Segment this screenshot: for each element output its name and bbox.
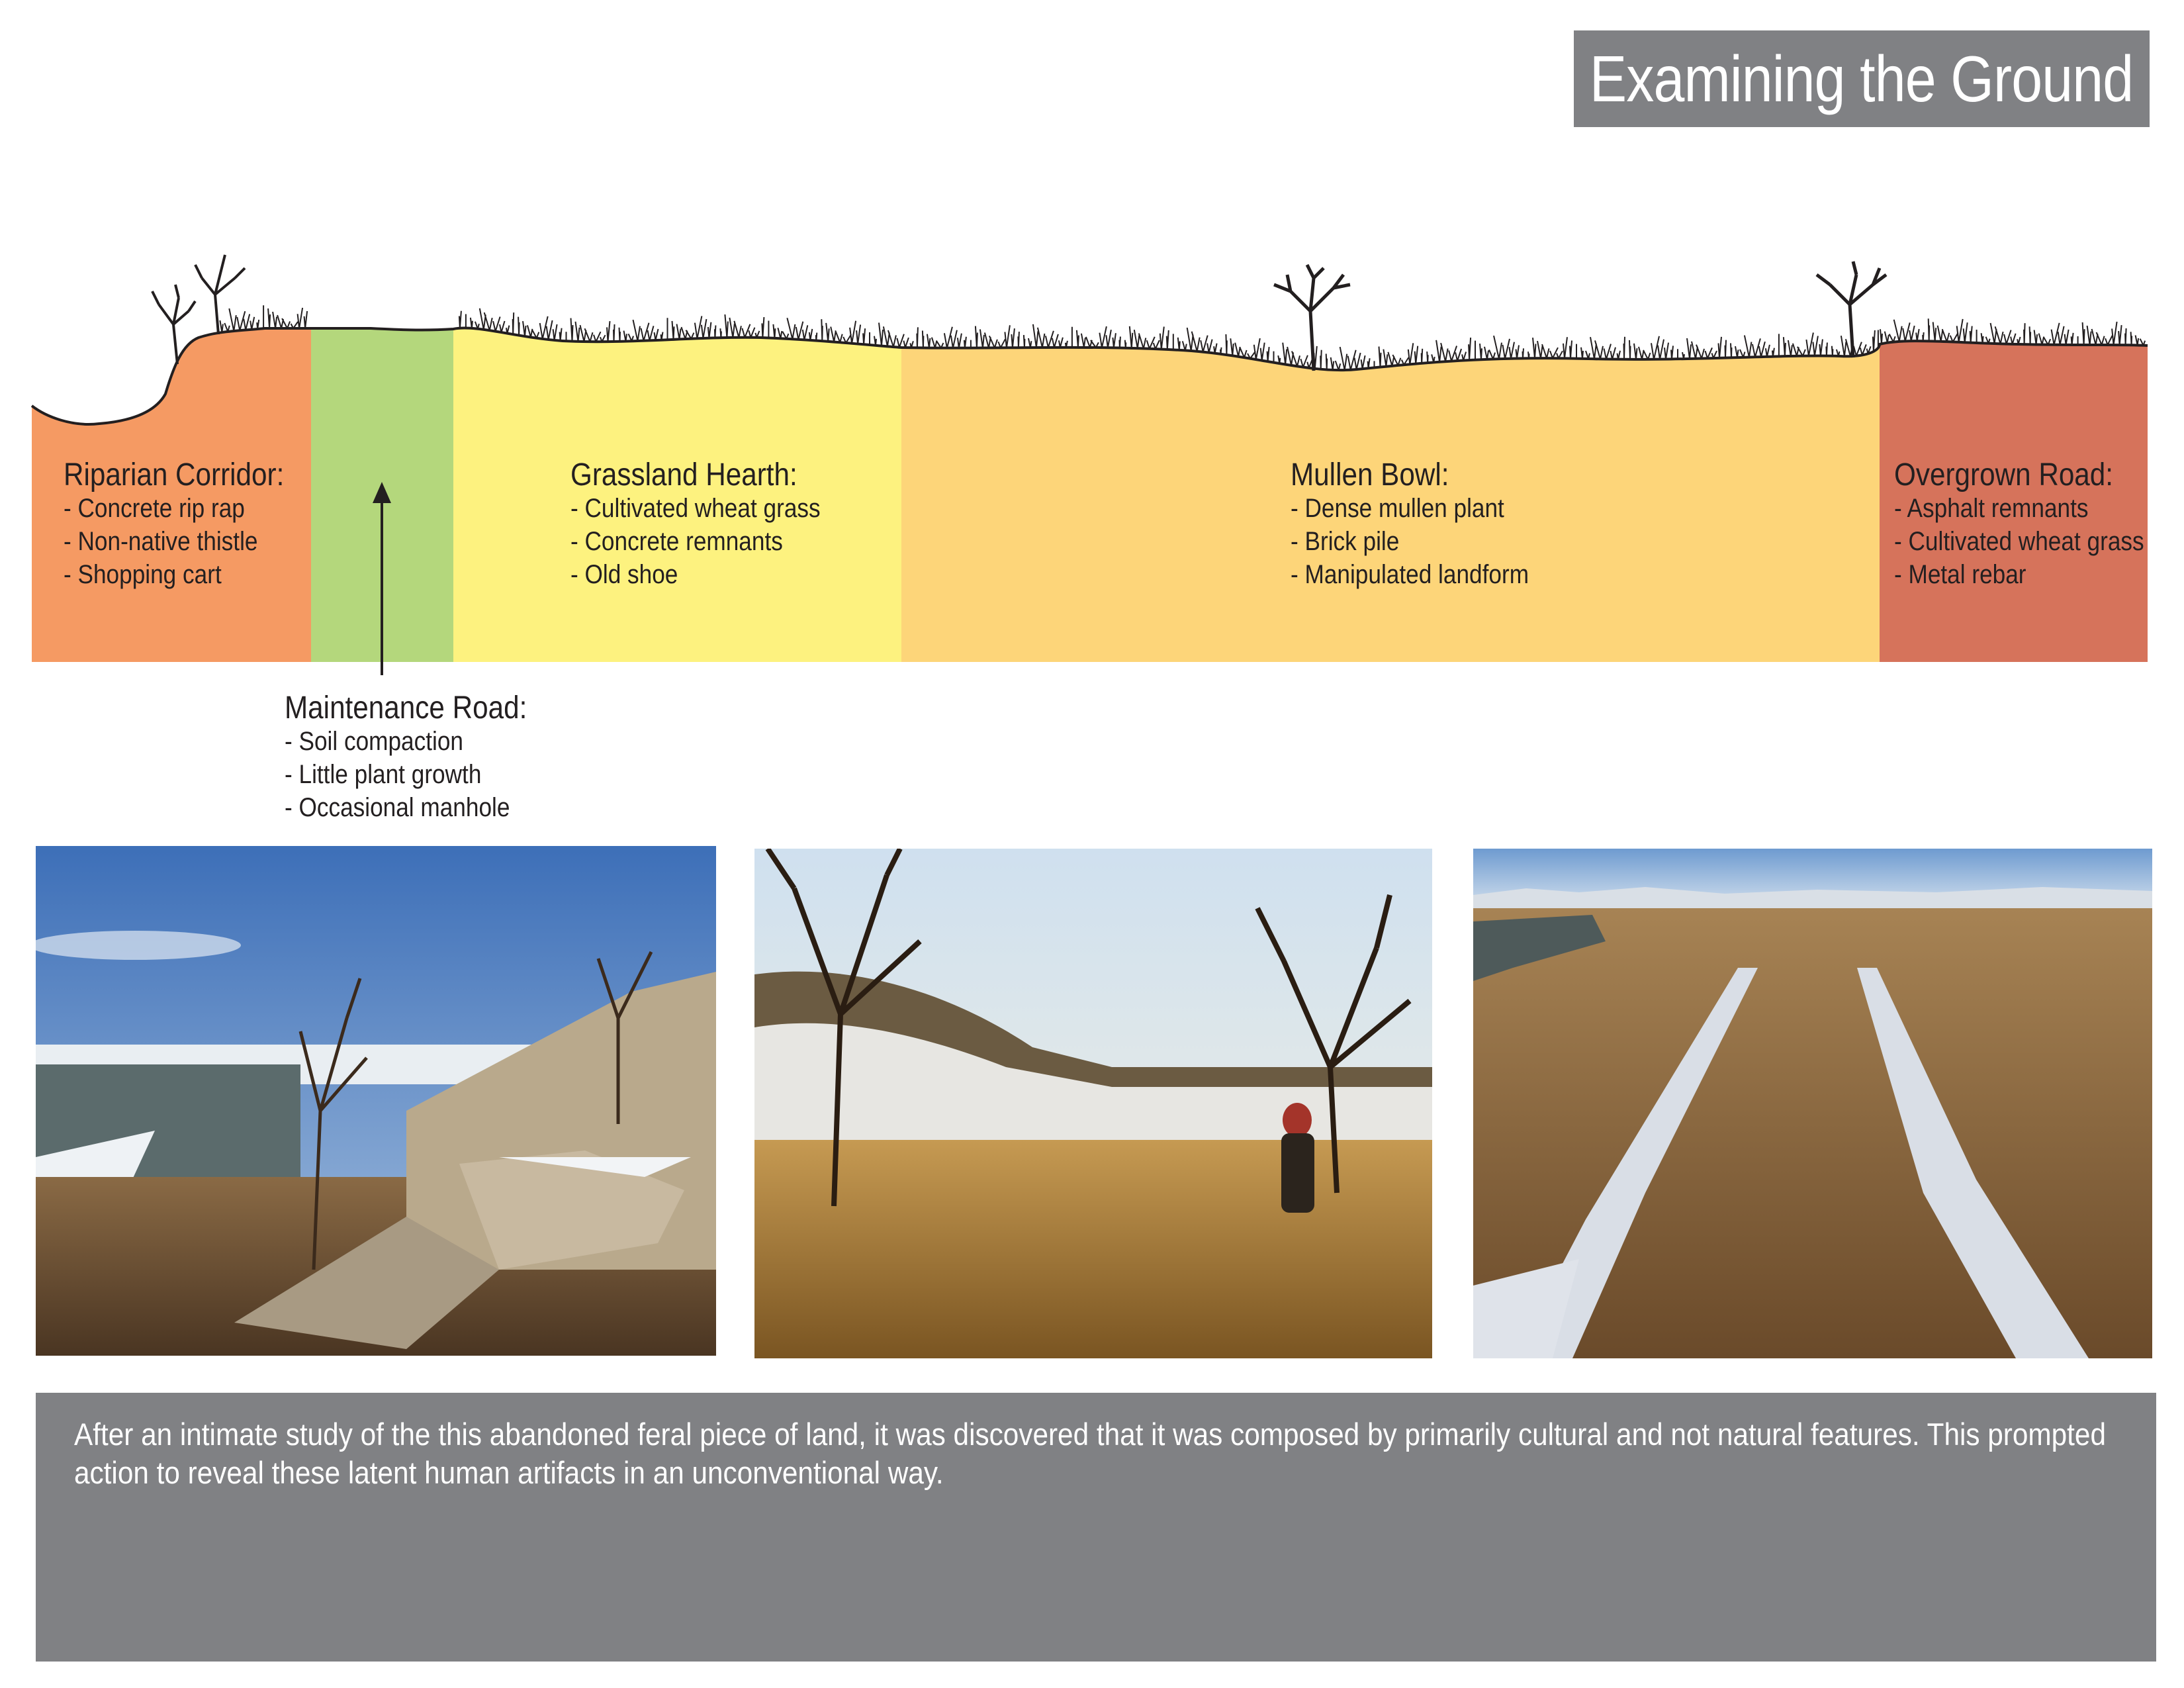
caption-panel: After an intimate study of the this aban… bbox=[36, 1393, 2156, 1662]
zone-item: - Shopping cart bbox=[64, 560, 222, 589]
photo-riparian-corridor bbox=[36, 846, 716, 1356]
zone-name: Riparian Corridor: bbox=[64, 457, 285, 492]
zone-label-maintenance: Maintenance Road: - Soil compaction - Li… bbox=[285, 692, 560, 827]
zone-item: - Concrete remnants bbox=[570, 527, 783, 556]
ground-section-diagram bbox=[30, 254, 2148, 675]
zone-item: - Brick pile bbox=[1291, 527, 1400, 556]
grass-tufts bbox=[219, 305, 2146, 371]
tree-sketch-riparian-2 bbox=[194, 254, 246, 335]
zone-item: - Dense mullen plant bbox=[1291, 494, 1504, 523]
page-title: Examining the Ground bbox=[1590, 42, 2134, 115]
zone-item: - Manipulated landform bbox=[1291, 560, 1529, 589]
zone-label-overgrown: Overgrown Road: - Asphalt remnants - Cul… bbox=[1894, 459, 2178, 594]
photo-grassland-hearth bbox=[754, 849, 1432, 1358]
zone-name: Mullen Bowl: bbox=[1291, 457, 1449, 492]
photo-overgrown-road bbox=[1473, 849, 2152, 1358]
zone-item: - Old shoe bbox=[570, 560, 678, 589]
zone-item: - Cultivated wheat grass bbox=[1894, 527, 2144, 556]
zone-band-overgrown bbox=[1880, 341, 2148, 662]
maintenance-road-arrow-head bbox=[373, 482, 391, 503]
page-title-box: Examining the Ground bbox=[1574, 30, 2150, 127]
zone-item: - Cultivated wheat grass bbox=[570, 494, 821, 523]
zone-name: Maintenance Road: bbox=[285, 690, 527, 726]
tree-sketch-mullen bbox=[1273, 263, 1351, 371]
grass-sketch bbox=[219, 305, 2146, 371]
zone-band-grassland bbox=[453, 328, 901, 662]
caption-text-wrap: After an intimate study of the this aban… bbox=[74, 1415, 2139, 1492]
zone-item: - Non-native thistle bbox=[64, 527, 258, 556]
zone-name: Grassland Hearth: bbox=[570, 457, 797, 492]
zone-item: - Asphalt remnants bbox=[1894, 494, 2089, 523]
zone-name: Overgrown Road: bbox=[1894, 457, 2114, 492]
zone-label-grassland: Grassland Hearth: - Cultivated wheat gra… bbox=[570, 459, 854, 594]
zone-band-mullen bbox=[901, 344, 1880, 662]
zone-label-riparian: Riparian Corridor: - Concrete rip rap - … bbox=[64, 459, 314, 594]
zone-item: - Concrete rip rap bbox=[64, 494, 245, 523]
tree-sketch-riparian-1 bbox=[151, 284, 197, 365]
tree-sketch-overgrown bbox=[1815, 261, 1888, 358]
zone-item: - Soil compaction bbox=[285, 727, 463, 756]
zone-label-mullen: Mullen Bowl: - Dense mullen plant - Bric… bbox=[1291, 459, 1561, 594]
zone-item: - Occasional manhole bbox=[285, 793, 510, 822]
zone-item: - Little plant growth bbox=[285, 760, 482, 789]
zone-band-riparian bbox=[32, 328, 311, 662]
zone-item: - Metal rebar bbox=[1894, 560, 2026, 589]
caption-text: After an intimate study of the this aban… bbox=[74, 1417, 2106, 1490]
